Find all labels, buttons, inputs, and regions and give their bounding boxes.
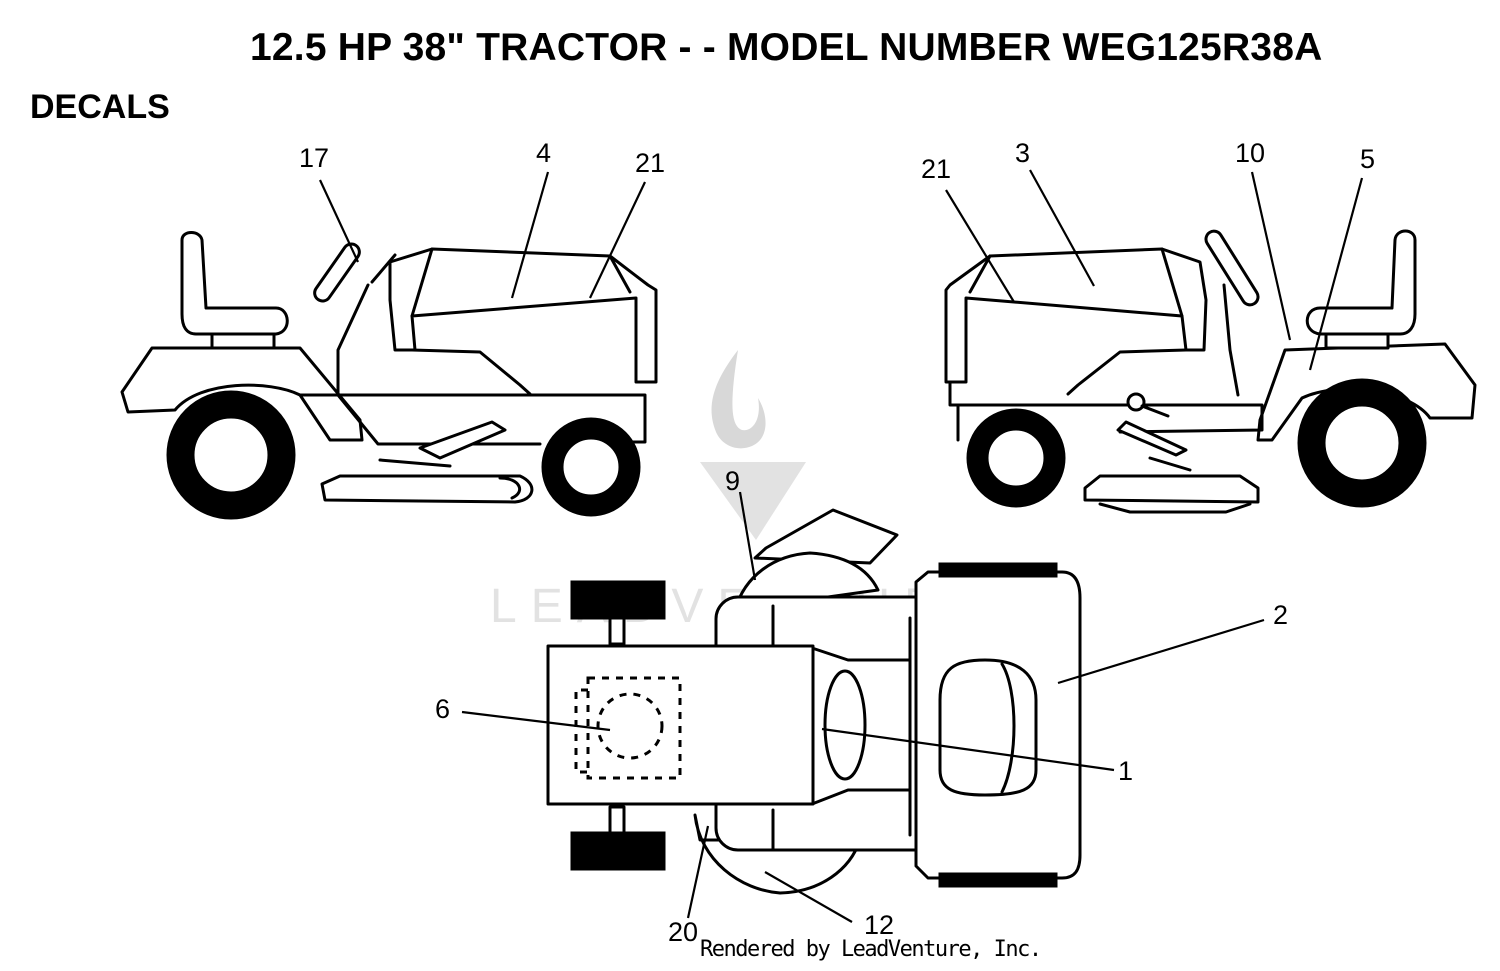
section-heading: DECALS <box>30 88 170 126</box>
footer-credit: Rendered by LeadVenture, Inc. <box>700 937 1042 962</box>
callout-21-right: 21 <box>921 154 951 184</box>
seat <box>1305 229 1417 336</box>
callout-6: 6 <box>435 694 450 724</box>
callout-5: 5 <box>1360 144 1375 174</box>
callout-12: 12 <box>864 910 894 940</box>
callout-20: 20 <box>668 917 698 947</box>
tractor-top-view <box>546 508 1082 895</box>
seat-box <box>546 644 815 806</box>
callout-10: 10 <box>1235 138 1265 168</box>
callout-21-left: 21 <box>635 148 665 178</box>
callout-1: 1 <box>1118 756 1133 786</box>
rear-fender <box>120 346 364 442</box>
mower-deck <box>320 474 534 504</box>
mower-deck <box>1083 474 1260 504</box>
page-title: 12.5 HP 38" TRACTOR - - MODEL NUMBER WEG… <box>250 26 1323 69</box>
callout-2: 2 <box>1273 600 1288 630</box>
callout-3: 3 <box>1015 138 1030 168</box>
callout-4: 4 <box>536 138 551 168</box>
callout-leaders <box>319 169 1364 923</box>
seat <box>180 231 289 336</box>
tractor-right-side-view <box>944 229 1477 514</box>
watermark-logo <box>700 350 806 540</box>
tractor-left-side-view <box>120 231 658 520</box>
callout-9: 9 <box>725 466 740 496</box>
callout-17: 17 <box>299 143 329 173</box>
rear-tire-top <box>570 580 666 620</box>
rear-tire-bottom <box>570 831 666 871</box>
